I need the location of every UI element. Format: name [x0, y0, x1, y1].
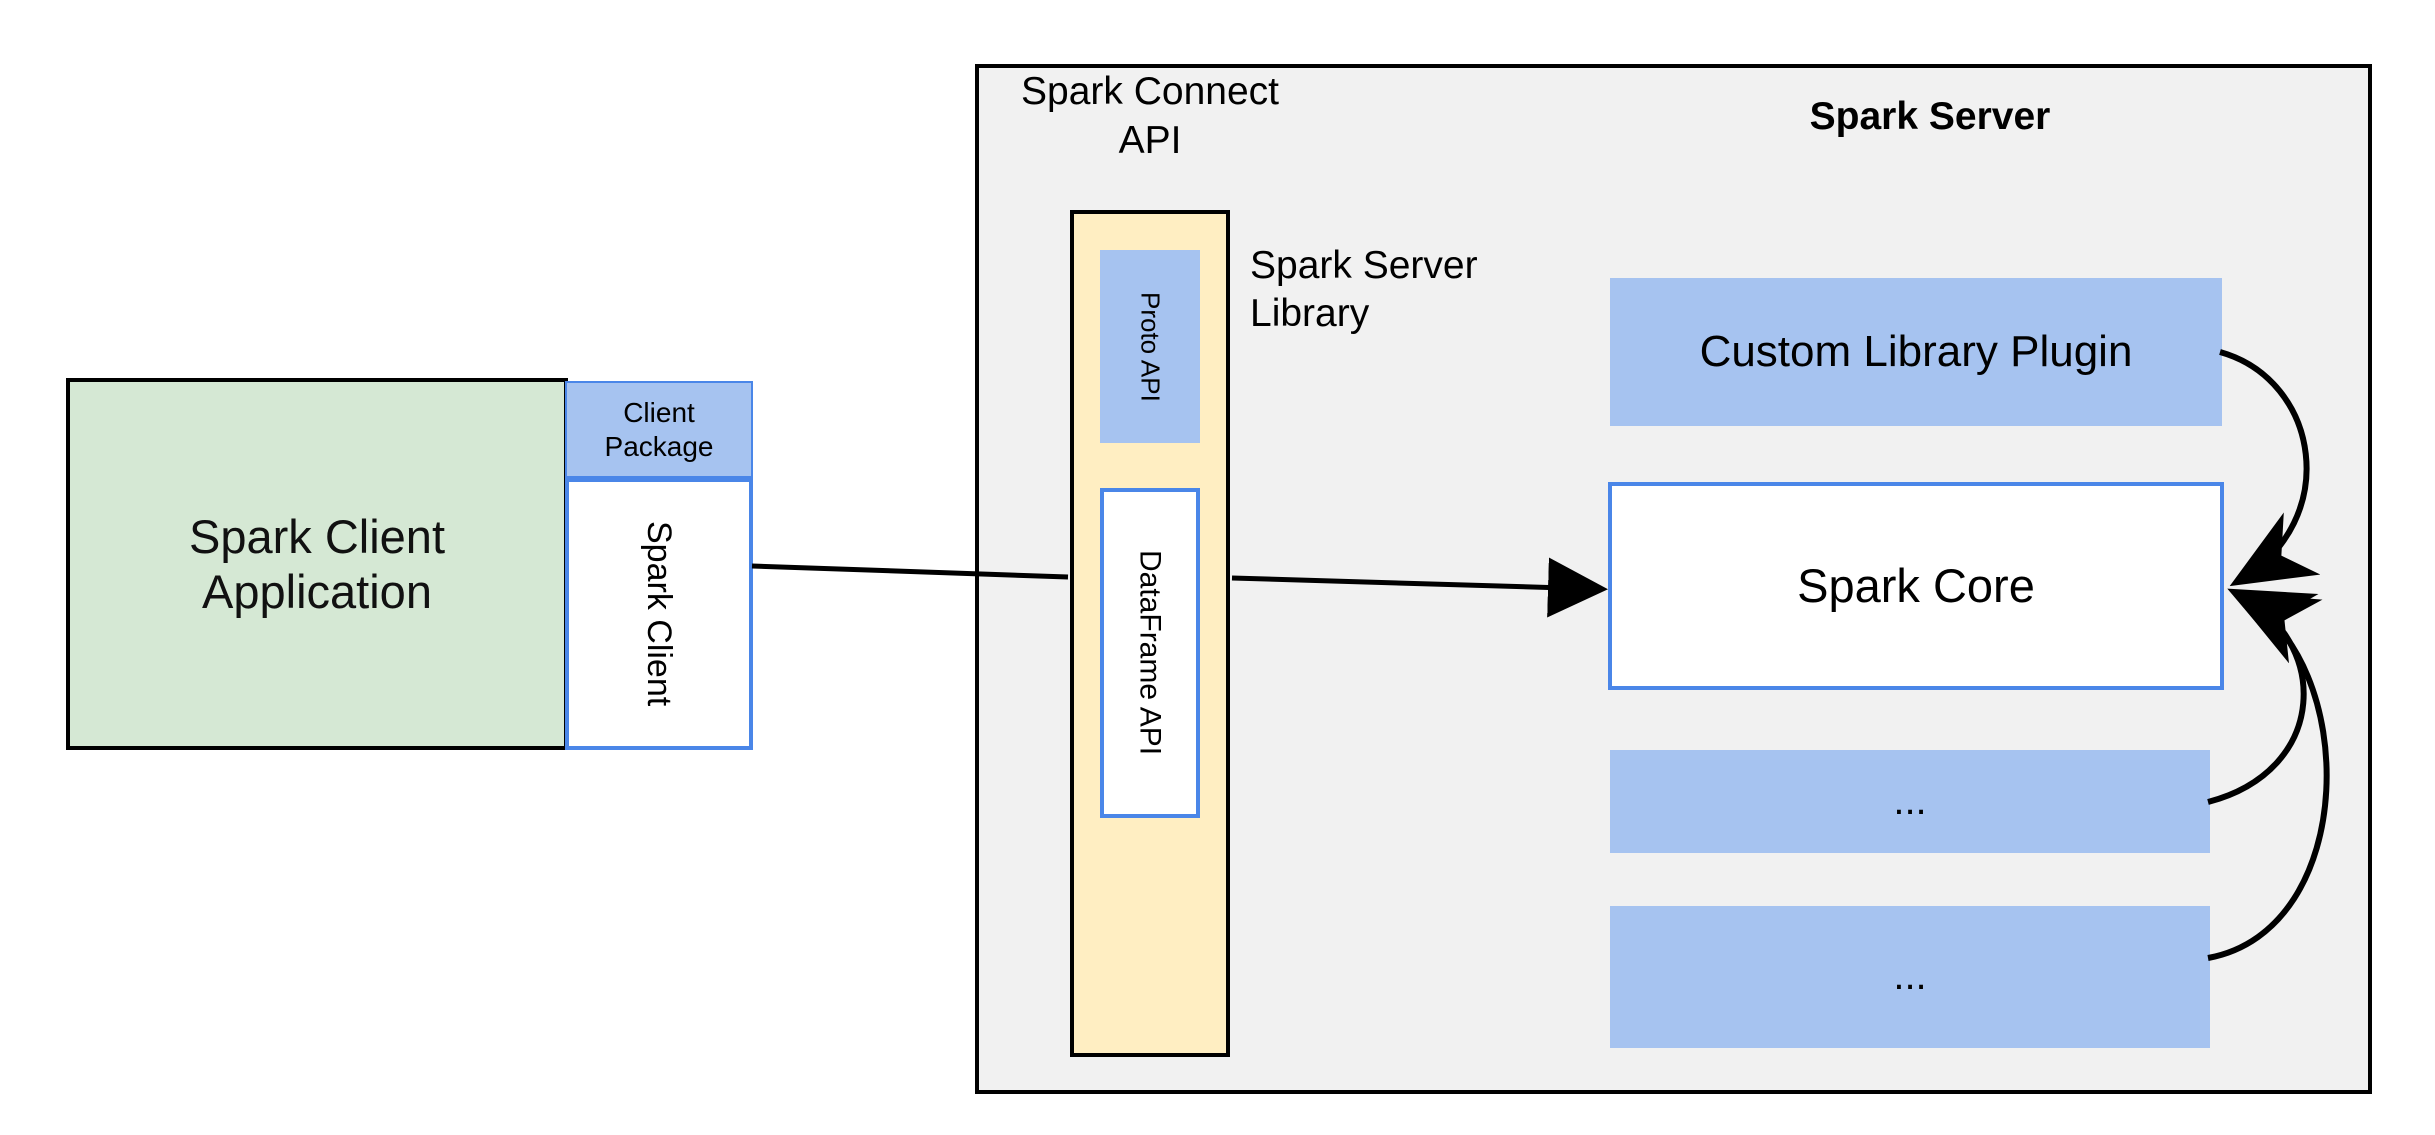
spark-client-box: Spark Client	[565, 478, 753, 750]
dataframe-api-box: DataFrame API	[1100, 488, 1200, 818]
spark-connect-api-label: Spark Connect API	[1021, 70, 1279, 162]
spark-client-application-box: Spark Client Application	[66, 378, 568, 750]
spark-core-box: Spark Core	[1608, 482, 2224, 690]
ellipsis-label-1: ...	[1893, 778, 1927, 823]
ellipsis-box-1: ...	[1610, 750, 2210, 853]
ellipsis-label-2: ...	[1893, 954, 1927, 999]
spark-core-label: Spark Core	[1797, 559, 2035, 613]
client-package-box: Client Package	[565, 381, 753, 478]
spark-client-label: Spark Client	[640, 521, 679, 707]
client-package-label: Client Package	[604, 397, 714, 462]
spark-server-title: Spark Server	[1809, 95, 2051, 138]
ellipsis-box-2: ...	[1610, 906, 2210, 1048]
proto-api-label: Proto API	[1135, 291, 1166, 402]
custom-library-plugin-label: Custom Library Plugin	[1699, 327, 2133, 377]
proto-api-box: Proto API	[1100, 250, 1200, 443]
custom-library-plugin-box: Custom Library Plugin	[1610, 278, 2222, 426]
dataframe-api-label: DataFrame API	[1133, 550, 1167, 756]
spark-server-library-label: Spark Server Library	[1250, 244, 1478, 335]
spark-client-application-label: Spark Client Application	[189, 509, 445, 618]
